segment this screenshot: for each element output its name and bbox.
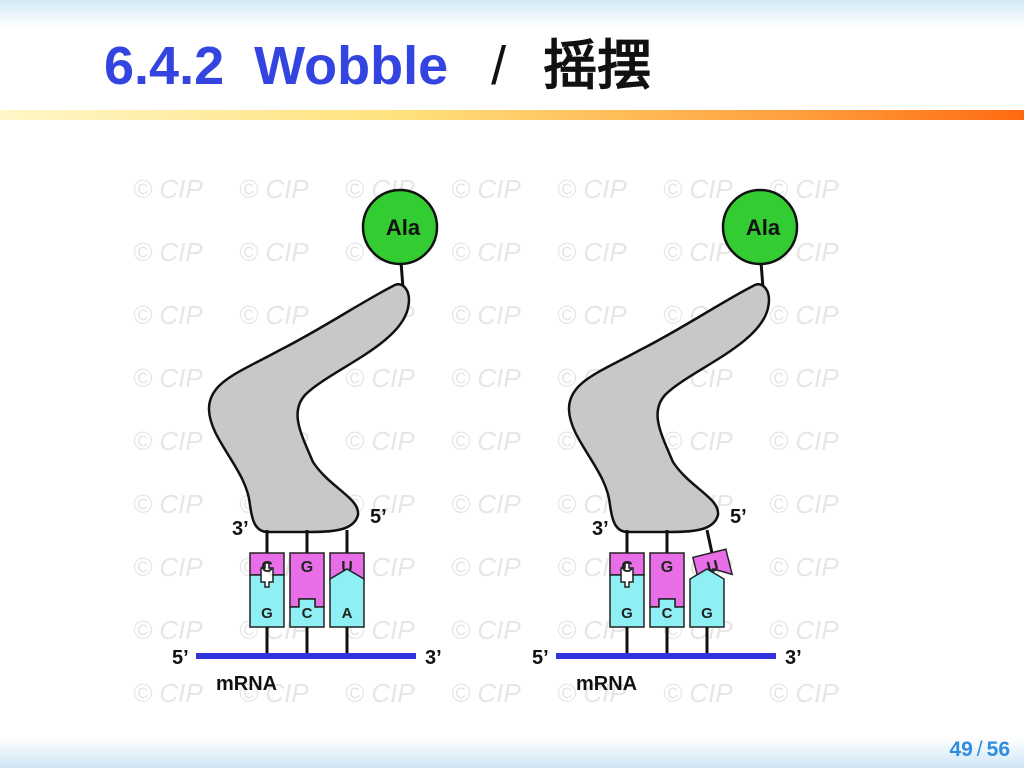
bottom-gradient-band [0, 738, 1024, 768]
mrna-3prime-label: 3’ [425, 647, 442, 669]
anticodon-base-label: C [261, 559, 273, 576]
codon-base-shape [249, 574, 285, 628]
watermark-text: © CIP [451, 552, 521, 582]
trna-5prime-label: 5’ [370, 506, 387, 528]
watermark-text: © CIP [133, 300, 203, 330]
watermark-text: © CIP [133, 426, 203, 456]
title-chinese: 摇摆 [543, 36, 652, 96]
watermark-text: © CIP [769, 300, 839, 330]
watermark-text: © CIP [557, 678, 627, 708]
watermark-text: © CIP [663, 174, 733, 204]
codon-base-label: G [621, 605, 633, 622]
mrna-label: mRNA [216, 673, 277, 695]
title-english: Wobble [254, 36, 449, 96]
watermark-text: © CIP [133, 174, 203, 204]
page-current: 49 [949, 738, 973, 761]
mrna-5prime-label: 5’ [172, 647, 189, 669]
amino-acid-circle [361, 188, 439, 266]
anticodon-base-label: C [621, 559, 633, 576]
amino-acid-stalk [399, 261, 405, 289]
watermark-text: © CIP [769, 426, 839, 456]
slide-title: 6.4.2 Wobble / 摇摆 [104, 30, 651, 102]
codon-base-shape [289, 598, 325, 628]
watermark-text: © CIP [239, 237, 309, 267]
trna-body [207, 283, 411, 534]
page-total: 56 [986, 738, 1010, 761]
watermark-text: © CIP [345, 426, 415, 456]
watermark-text: © CIP [663, 237, 733, 267]
anticodon-base: C [609, 552, 645, 576]
watermark-text: © CIP [451, 489, 521, 519]
watermark-text: © CIP [133, 678, 203, 708]
codon-base-label: C [302, 605, 313, 622]
watermark-text: © CIP [663, 426, 733, 456]
trna-connector [705, 529, 714, 554]
codon-base-label: G [261, 605, 273, 622]
amino-acid-circle [721, 188, 799, 266]
anticodon-base-label: G [301, 559, 313, 576]
page-number: 49/56 [949, 738, 1010, 762]
trna-3prime-label: 3’ [232, 518, 249, 540]
amino-acid-label: Ala [386, 215, 421, 240]
codon-base-label: G [701, 605, 713, 622]
watermark-text: © CIP [239, 678, 309, 708]
codon-base-shape [689, 568, 725, 628]
watermark-text: © CIP [663, 678, 733, 708]
watermark-text: © CIP [345, 363, 415, 393]
page-separator: / [976, 738, 983, 761]
trna-5prime-label: 5’ [730, 506, 747, 528]
watermark-text: © CIP [239, 300, 309, 330]
anticodon-base: C [249, 552, 285, 576]
watermark-text: © CIP [769, 363, 839, 393]
trna-3prime-label: 3’ [592, 518, 609, 540]
panel-standard-pairing: Ala 3’ 5’ C G U G C A 5’ 3’ mRNA [172, 188, 442, 695]
anticodon-base-label: U [341, 559, 353, 576]
watermark-text: © CIP [451, 300, 521, 330]
watermark-text: © CIP [769, 615, 839, 645]
watermark-text: © CIP [133, 489, 203, 519]
watermark-text: © CIP [345, 678, 415, 708]
watermark-text: © CIP [769, 678, 839, 708]
watermark-text: © CIP [451, 615, 521, 645]
title-number: 6.4.2 [104, 36, 225, 96]
mrna-label: mRNA [576, 673, 637, 695]
trna-body [567, 283, 771, 534]
watermark-text: © CIP [451, 426, 521, 456]
watermark-text: © CIP [133, 237, 203, 267]
codon-base-shape [649, 598, 685, 628]
watermark-text: © CIP [133, 552, 203, 582]
codon-base-label: C [662, 605, 673, 622]
watermark-text: © CIP [451, 363, 521, 393]
watermark-text: © CIP [451, 678, 521, 708]
watermark-text: © CIP [557, 237, 627, 267]
mrna-3prime-label: 3’ [785, 647, 802, 669]
codon-base-shape [609, 574, 645, 628]
watermark-text: © CIP [133, 363, 203, 393]
watermark-text: © CIP [769, 552, 839, 582]
title-underline-bar [0, 110, 1024, 120]
codon-base-shape [329, 568, 365, 628]
watermark-text: © CIP [451, 174, 521, 204]
amino-acid-stalk [759, 261, 765, 289]
watermark-text: © CIP [557, 300, 627, 330]
codon-base-label: A [342, 605, 353, 622]
watermark-text: © CIP [133, 615, 203, 645]
title-separator: / [491, 36, 507, 96]
watermark-text: © CIP [451, 237, 521, 267]
amino-acid-label: Ala [746, 215, 781, 240]
watermark-text: © CIP [557, 174, 627, 204]
watermark-text: © CIP [769, 489, 839, 519]
watermark-text: © CIP [239, 174, 309, 204]
top-gradient-band [0, 0, 1024, 28]
mrna-5prime-label: 5’ [532, 647, 549, 669]
anticodon-base-label: G [661, 559, 673, 576]
